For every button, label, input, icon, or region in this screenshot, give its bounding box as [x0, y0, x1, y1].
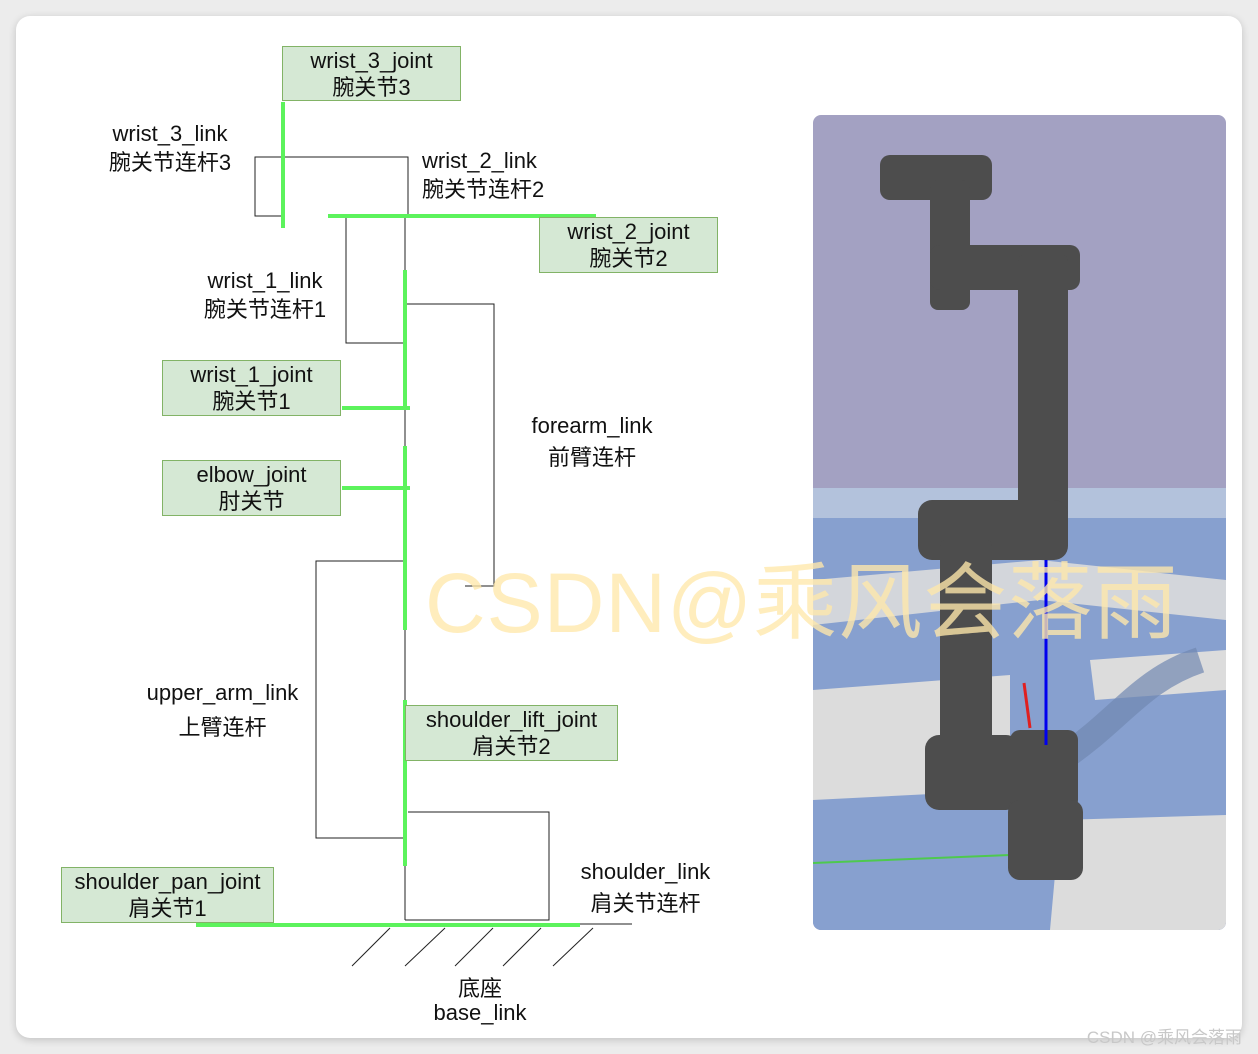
joint-name: wrist_2_joint: [567, 219, 690, 244]
joint-cn: 腕关节1: [212, 389, 291, 414]
link-label-base: 底座 base_link: [420, 977, 540, 1025]
wrist-1-link-line: [345, 216, 405, 344]
link-label-upper-arm: upper_arm_link 上臂连杆: [130, 675, 315, 745]
joint-name: wrist_1_joint: [190, 362, 313, 387]
link-label-wrist-1: wrist_1_link 腕关节连杆1: [185, 266, 345, 324]
link-cn: 腕关节连杆3: [108, 150, 232, 175]
joint-name: elbow_joint: [196, 462, 307, 487]
link-cn: 前臂连杆: [547, 445, 636, 470]
ground-hatch: [404, 927, 446, 967]
link-cn: 腕关节连杆1: [203, 297, 327, 322]
link-label-shoulder: shoulder_link 肩关节连杆: [568, 856, 723, 920]
joint-cn: 肩关节2: [472, 734, 551, 759]
joint-box-shoulder-lift: shoulder_lift_joint 肩关节2: [405, 705, 618, 761]
ground-hatch: [454, 927, 494, 967]
forearm-link-line: [405, 303, 495, 587]
robot-arm: [880, 155, 1083, 880]
link-name: forearm_link: [531, 413, 653, 438]
joint-name: wrist_3_joint: [310, 48, 433, 73]
link-cn: 上臂连杆: [178, 715, 267, 740]
watermark: CSDN@乘风会落雨: [425, 556, 1179, 650]
ground-hatch: [502, 927, 542, 967]
link-cn: 底座: [457, 976, 502, 1001]
joint-box-wrist-2: wrist_2_joint 腕关节2: [539, 217, 718, 273]
x-axis: [1022, 682, 1032, 729]
joint-name: shoulder_lift_joint: [425, 707, 598, 732]
link-name: upper_arm_link: [146, 680, 299, 705]
joint-box-elbow: elbow_joint 肘关节: [162, 460, 341, 516]
shoulder-link-line: [405, 811, 550, 921]
link-label-wrist-3: wrist_3_link 腕关节连杆3: [90, 119, 250, 177]
robot-render: [813, 115, 1226, 930]
link-cn: 腕关节连杆2: [422, 177, 545, 202]
link-label-wrist-2: wrist_2_link 腕关节连杆2: [422, 146, 544, 204]
ground-hatch: [552, 927, 594, 967]
joint-box-wrist-1: wrist_1_joint 腕关节1: [162, 360, 341, 416]
joint-cn: 肩关节1: [128, 896, 207, 921]
joint-name: shoulder_pan_joint: [74, 869, 261, 894]
joint-cn: 腕关节3: [332, 75, 411, 100]
link-name: shoulder_link: [580, 859, 711, 884]
wrist-3-link-line: [254, 156, 409, 217]
link-cn: 肩关节连杆: [590, 891, 701, 916]
joint-cn: 肘关节: [218, 489, 285, 514]
upper-arm-link-line: [315, 560, 405, 839]
ground-hatch: [351, 927, 391, 967]
link-name: wrist_1_link: [207, 268, 323, 293]
joint-box-wrist-3: wrist_3_joint 腕关节3: [282, 46, 461, 101]
joint-box-shoulder-pan: shoulder_pan_joint 肩关节1: [61, 867, 274, 923]
credit-watermark: CSDN @乘风会落雨: [1086, 1028, 1242, 1047]
joint-cn: 腕关节2: [589, 246, 668, 271]
link-name: wrist_3_link: [112, 121, 228, 146]
link-name: base_link: [433, 1000, 527, 1025]
link-label-forearm: forearm_link 前臂连杆: [512, 410, 672, 474]
link-name: wrist_2_link: [422, 148, 537, 173]
